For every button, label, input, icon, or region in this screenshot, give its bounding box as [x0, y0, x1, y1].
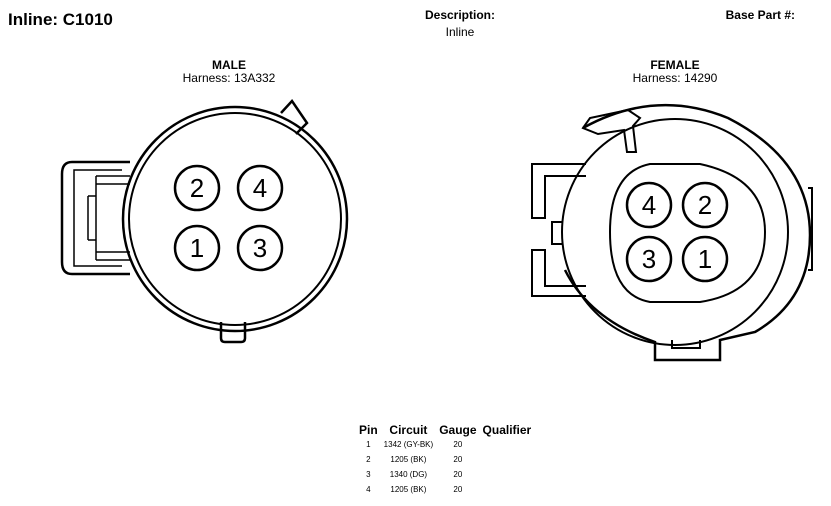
connector-title: Inline: C1010 — [8, 10, 113, 29]
circuit-cell: 1205 (BK) — [390, 455, 427, 464]
male-pin-circle — [173, 224, 221, 272]
base-part-label: Base Part #: — [725, 8, 795, 22]
qualifier-cell — [480, 482, 535, 497]
female-pin-circle — [681, 181, 729, 229]
pin-cell: 3 — [366, 470, 371, 479]
circuit-cell: 1342 (GY-BK) — [383, 440, 434, 449]
female-pin-label: 1 — [698, 244, 712, 274]
male-pin-label: 1 — [190, 233, 204, 263]
table-row: 4 1205 (BK) 20 — [356, 482, 534, 497]
male-pin-circle — [173, 164, 221, 212]
female-pin-label: 2 — [698, 190, 712, 220]
male-pin-label: 3 — [253, 233, 267, 263]
pin-header: Pin — [359, 423, 378, 437]
pin-cell: 2 — [366, 455, 371, 464]
qualifier-cell — [480, 452, 535, 467]
pin-table: Pin Circuit Gauge Qualifier 1 1342 (GY-B… — [356, 423, 534, 497]
pin-cell: 1 — [366, 440, 371, 449]
female-pin-label: 4 — [642, 190, 656, 220]
gauge-cell: 20 — [453, 470, 463, 479]
male-pin-label: 2 — [190, 173, 204, 203]
gauge-cell: 20 — [453, 440, 463, 449]
female-pin-circle — [625, 235, 673, 283]
qualifier-header: Qualifier — [482, 423, 532, 437]
female-pin-circle — [625, 181, 673, 229]
circuit-cell: 1205 (BK) — [390, 485, 427, 494]
female-title: FEMALE — [650, 58, 700, 72]
description-label: Description: — [424, 8, 495, 22]
male-title: MALE — [212, 58, 246, 72]
circuit-header: Circuit — [389, 423, 428, 437]
gauge-cell: 20 — [453, 485, 463, 494]
male-pin-label: 4 — [253, 173, 267, 203]
table-row: 1 1342 (GY-BK) 20 — [356, 437, 534, 452]
male-harness: Harness: 13A332 — [182, 71, 276, 85]
qualifier-cell — [480, 467, 535, 482]
circuit-cell: 1340 (DG) — [389, 470, 428, 479]
description-value: Inline — [445, 25, 475, 39]
gauge-header: Gauge — [439, 423, 477, 437]
female-pin-circle — [681, 235, 729, 283]
female-pin-label: 3 — [642, 244, 656, 274]
gauge-cell: 20 — [453, 455, 463, 464]
male-pin-circle — [236, 164, 284, 212]
male-connector-face — [60, 98, 349, 344]
male-pin-circle — [236, 224, 284, 272]
female-harness: Harness: 14290 — [632, 71, 718, 85]
qualifier-cell — [480, 437, 535, 452]
pin-table-header: Pin Circuit Gauge Qualifier — [356, 423, 534, 437]
female-connector-face — [531, 103, 813, 362]
table-row: 2 1205 (BK) 20 — [356, 452, 534, 467]
pin-cell: 4 — [366, 485, 371, 494]
table-row: 3 1340 (DG) 20 — [356, 467, 534, 482]
